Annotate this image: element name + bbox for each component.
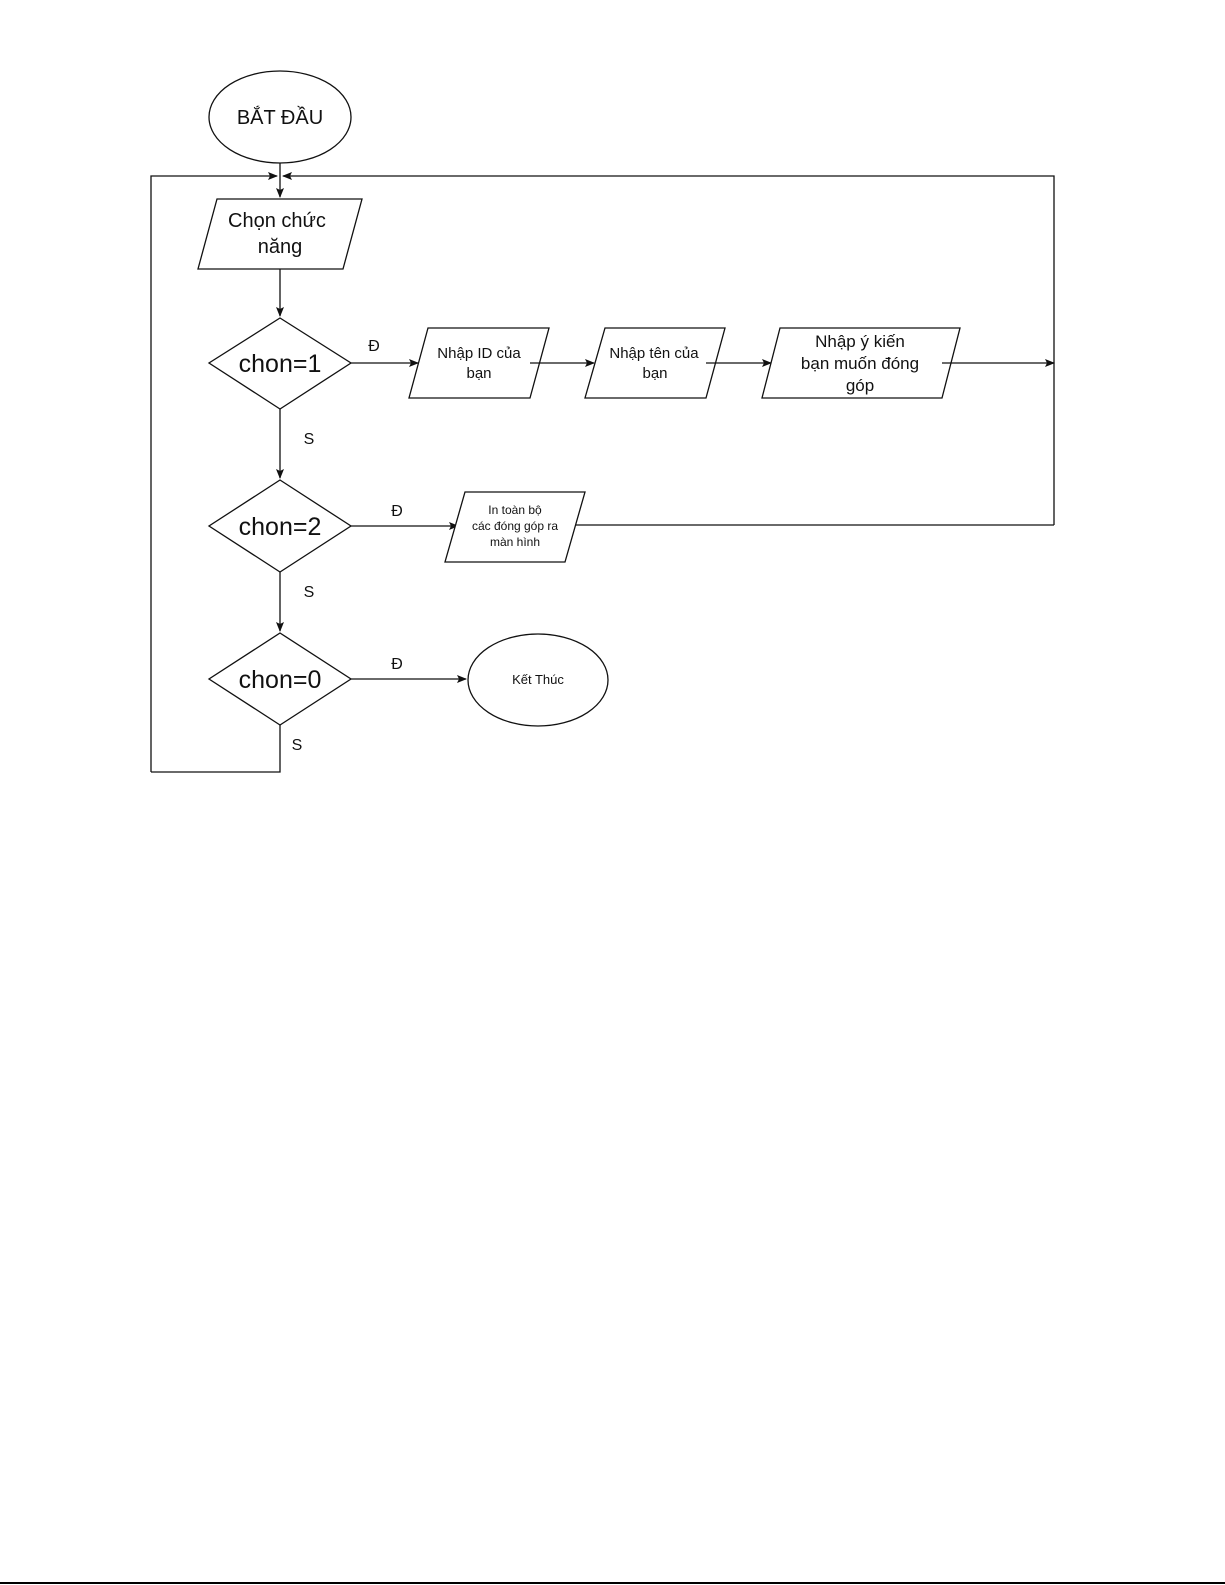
input-name: Nhập tên của bạn [584, 327, 726, 399]
loop-back-right [282, 172, 1055, 525]
loop-back-bottom [151, 725, 281, 773]
input-opinion-line3: góp [846, 376, 874, 395]
decision-3-label: chon=0 [239, 666, 322, 694]
decision-2-label: chon=2 [239, 513, 322, 541]
input-name-line1: Nhập tên của [609, 345, 699, 362]
no-label-3: S [292, 737, 303, 754]
end-label: Kết Thúc [512, 672, 564, 687]
choose-function-line2: năng [258, 236, 303, 258]
print-all-line2: các đóng góp ra [472, 519, 558, 533]
no-label-2: S [304, 584, 315, 601]
choose-function-line1: Chọn chức [228, 210, 326, 232]
input-id: Nhập ID của bạn [408, 327, 550, 399]
print-all-line3: màn hình [490, 535, 540, 549]
yes-label-1: Đ [368, 338, 380, 355]
input-opinion-line1: Nhập ý kiến [815, 332, 905, 351]
decision-chon-0: chon=0 [207, 632, 353, 726]
choose-function-input: Chọn chức năng [197, 198, 363, 270]
input-id-line2: bạn [466, 365, 491, 382]
decision-chon-1: chon=1 [207, 317, 353, 410]
yes-label-3: Đ [391, 656, 403, 673]
input-opinion: Nhập ý kiến bạn muốn đóng góp [761, 327, 961, 399]
input-opinion-line2: bạn muốn đóng [801, 354, 919, 373]
start-label: BẮT ĐẦU [237, 105, 323, 129]
start-terminal: BẮT ĐẦU [208, 70, 352, 164]
decision-chon-2: chon=2 [207, 479, 353, 573]
print-all-line1: In toàn bộ [488, 503, 542, 517]
loop-back-left [150, 172, 278, 772]
end-terminal: Kết Thúc [467, 633, 609, 727]
input-id-line1: Nhập ID của [437, 345, 521, 362]
yes-label-2: Đ [391, 503, 403, 520]
decision-1-label: chon=1 [239, 350, 322, 378]
no-label-1: S [304, 431, 315, 448]
print-all-output: In toàn bộ các đóng góp ra màn hình [444, 491, 586, 563]
input-name-line2: bạn [642, 365, 667, 382]
